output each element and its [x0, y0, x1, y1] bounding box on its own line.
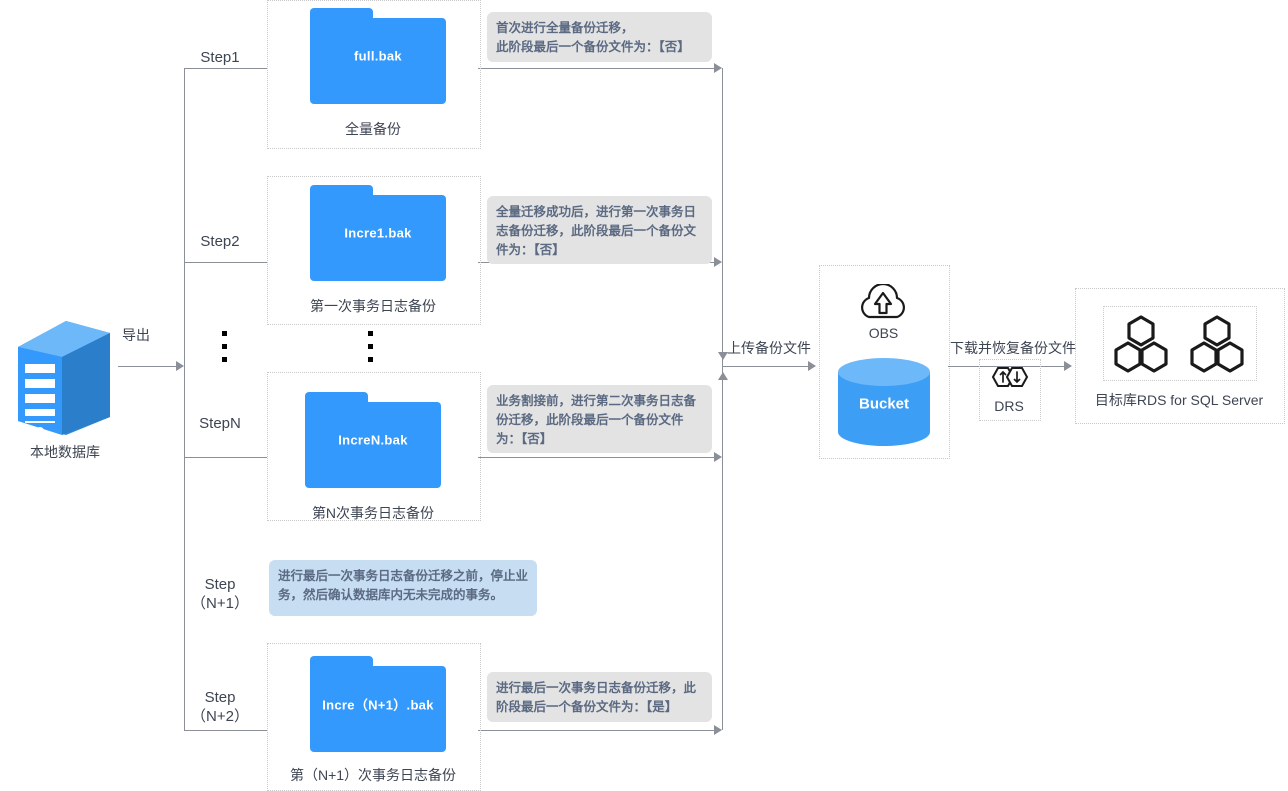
target-outer-box [1075, 288, 1285, 424]
edge-label-download: 下载并恢复备份文件 [950, 340, 1076, 356]
stepn-group-box [267, 372, 481, 521]
right-spine [722, 68, 723, 730]
database-server-icon [14, 317, 114, 439]
upload-arrowhead [808, 361, 816, 371]
bucket-top [838, 358, 930, 386]
row-line-stepn2 [478, 730, 714, 731]
drs-title: DRS [994, 398, 1024, 414]
bucket-cylinder: Bucket [838, 358, 930, 446]
left-spine [184, 68, 185, 730]
step-label-stepn: StepN [199, 415, 241, 432]
target-caption: 目标库RDS for SQL Server [1094, 392, 1264, 408]
stepn1-callout: 进行最后一次事务日志备份迁移之前，停止业务，然后确认数据库内无未完成的事务。 [269, 560, 537, 616]
download-line [948, 366, 1064, 367]
rds-hexagon-icon-2 [1188, 315, 1246, 373]
folder-body [310, 18, 446, 104]
upload-line [722, 366, 808, 367]
stepn2-callout: 进行最后一次事务日志备份迁移，此阶段最后一个备份文件为：【是】 [487, 672, 712, 722]
folder-icon-incre-n1-bak: Incre（N+1）.bak [310, 656, 446, 752]
source-db-caption: 本地数据库 [30, 444, 100, 460]
row-arrow-step1 [714, 63, 722, 73]
edge-label-upload: 上传备份文件 [727, 340, 811, 356]
step1-group-box [267, 0, 481, 149]
folder-icon-incren-bak: IncreN.bak [305, 392, 441, 488]
edge-label-export: 导出 [122, 327, 150, 343]
download-arrowhead [1064, 361, 1072, 371]
step-label-step1: Step1 [200, 49, 240, 66]
row-arrow-stepn [714, 452, 722, 462]
row-arrow-stepn2 [714, 725, 722, 735]
ellipsis-right [368, 331, 373, 370]
folder-body [310, 666, 446, 752]
export-arrowhead [176, 361, 184, 371]
branch-stepn2 [184, 730, 267, 731]
rds-hexagon-icon [1112, 315, 1170, 373]
stepn-callout: 业务割接前，进行第二次事务日志备份迁移，此阶段最后一个备份文件为：【否】 [487, 385, 712, 453]
drs-sync-icon [990, 364, 1030, 396]
ellipsis-left [222, 331, 227, 370]
branch-step2 [184, 262, 267, 263]
row-line-step1 [478, 68, 714, 69]
folder-filename: full.bak [354, 48, 402, 64]
step1-caption: 全量备份 [345, 121, 401, 137]
step2-callout: 全量迁移成功后，进行第一次事务日志备份迁移，此阶段最后一个备份文件为：【否】 [487, 196, 712, 264]
folder-icon-incre1-bak: Incre1.bak [310, 185, 446, 281]
folder-body [305, 402, 441, 488]
branch-stepn [184, 457, 267, 458]
obs-title: OBS [868, 325, 899, 341]
drs-group-box [979, 359, 1041, 421]
folder-icon-full-bak: full.bak [310, 8, 446, 104]
step-label-stepn2: Step （N+2） [191, 689, 249, 725]
folder-filename: IncreN.bak [338, 432, 408, 448]
folder-filename: Incre（N+1）.bak [322, 697, 434, 713]
step2-caption: 第一次事务日志备份 [310, 298, 436, 314]
obs-group-box [819, 265, 950, 459]
row-line-stepn [478, 457, 714, 458]
bucket-label: Bucket [858, 395, 910, 413]
folder-filename: Incre1.bak [344, 225, 412, 241]
spine-arrow-up [718, 372, 728, 380]
export-line [118, 366, 176, 367]
row-arrow-step2 [714, 257, 722, 267]
stepn2-caption: 第（N+1）次事务日志备份 [289, 767, 457, 783]
step-label-stepn1: Step （N+1） [191, 576, 249, 612]
branch-step1 [184, 68, 267, 69]
step2-group-box [267, 176, 481, 325]
step-label-step2: Step2 [200, 233, 240, 250]
step1-callout: 首次进行全量备份迁移， 此阶段最后一个备份文件为：【否】 [487, 12, 712, 62]
folder-body [310, 195, 446, 281]
target-icon-box [1103, 306, 1257, 381]
spine-arrow-down [718, 352, 728, 360]
cloud-upload-icon [855, 282, 911, 320]
stepn-caption: 第N次事务日志备份 [311, 505, 435, 521]
